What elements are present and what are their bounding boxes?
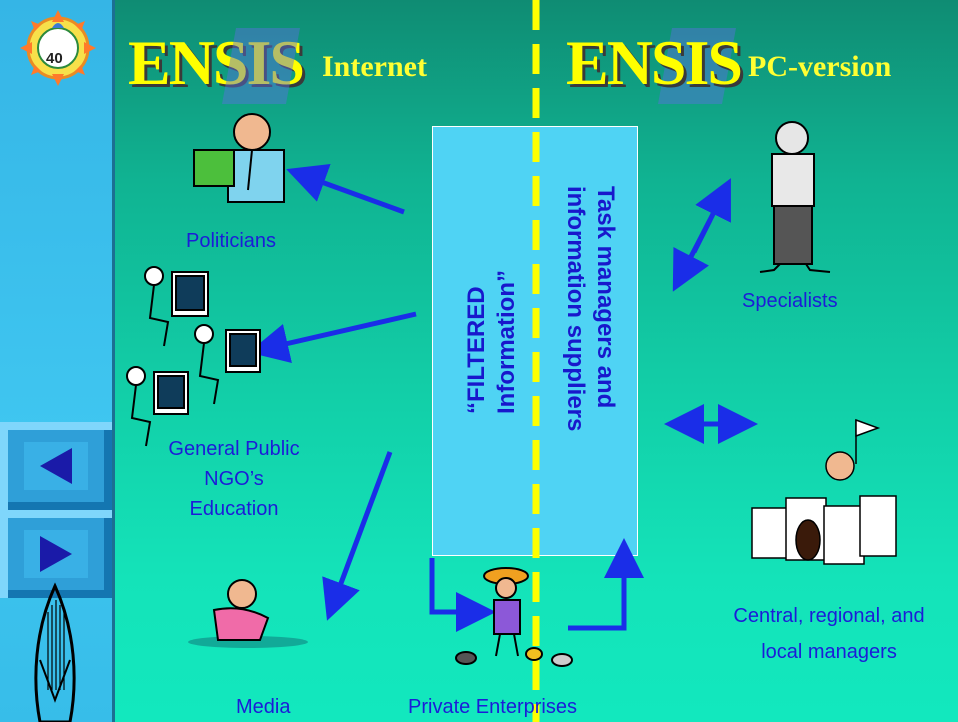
next-slide-button[interactable] [0,510,112,598]
arrow-to-media [322,451,393,621]
managers-line2: local managers [761,641,897,663]
anniversary-badge-icon [20,10,96,86]
task-managers-line2: information suppliers [562,186,589,432]
pc-version-heading: PC-version [748,50,892,83]
arrow-to-politicians [286,164,405,215]
ensis-logo-left: ENSIS [128,27,305,98]
private-enterprises-label: Private Enterprises [408,696,577,718]
previous-slide-button[interactable] [0,422,112,510]
left-triangle-icon [40,448,72,484]
ensis-logo-right: ENSIS [566,27,743,98]
general-public-line: General Public [168,438,300,460]
managers-line1: Central, regional, and [733,605,925,627]
raindrop-logo-icon [34,582,76,722]
managers-label: Central, regional, and local managers [700,598,958,670]
media-label: Media [236,696,291,718]
task-managers-line1: Task managers and [592,186,619,409]
general-public-label: General Public NGO’s Education [152,434,316,524]
arrow-to-private [429,558,496,632]
specialists-label: Specialists [742,290,838,312]
task-managers-text: Task managers and information suppliers [560,186,620,431]
arrow-to-public [248,311,417,364]
logo-shadow-arrow-icon [222,28,736,104]
ngo-line: NGO’s [204,468,264,490]
internet-heading: Internet [322,50,427,83]
sidebar-border [112,0,115,722]
arrow-specialists-down [672,218,713,292]
education-line: Education [189,498,279,520]
politicians-label: Politicians [186,230,277,252]
arrow-private-up [568,538,644,631]
right-triangle-icon [40,536,72,572]
badge-number: 40 [46,50,63,67]
